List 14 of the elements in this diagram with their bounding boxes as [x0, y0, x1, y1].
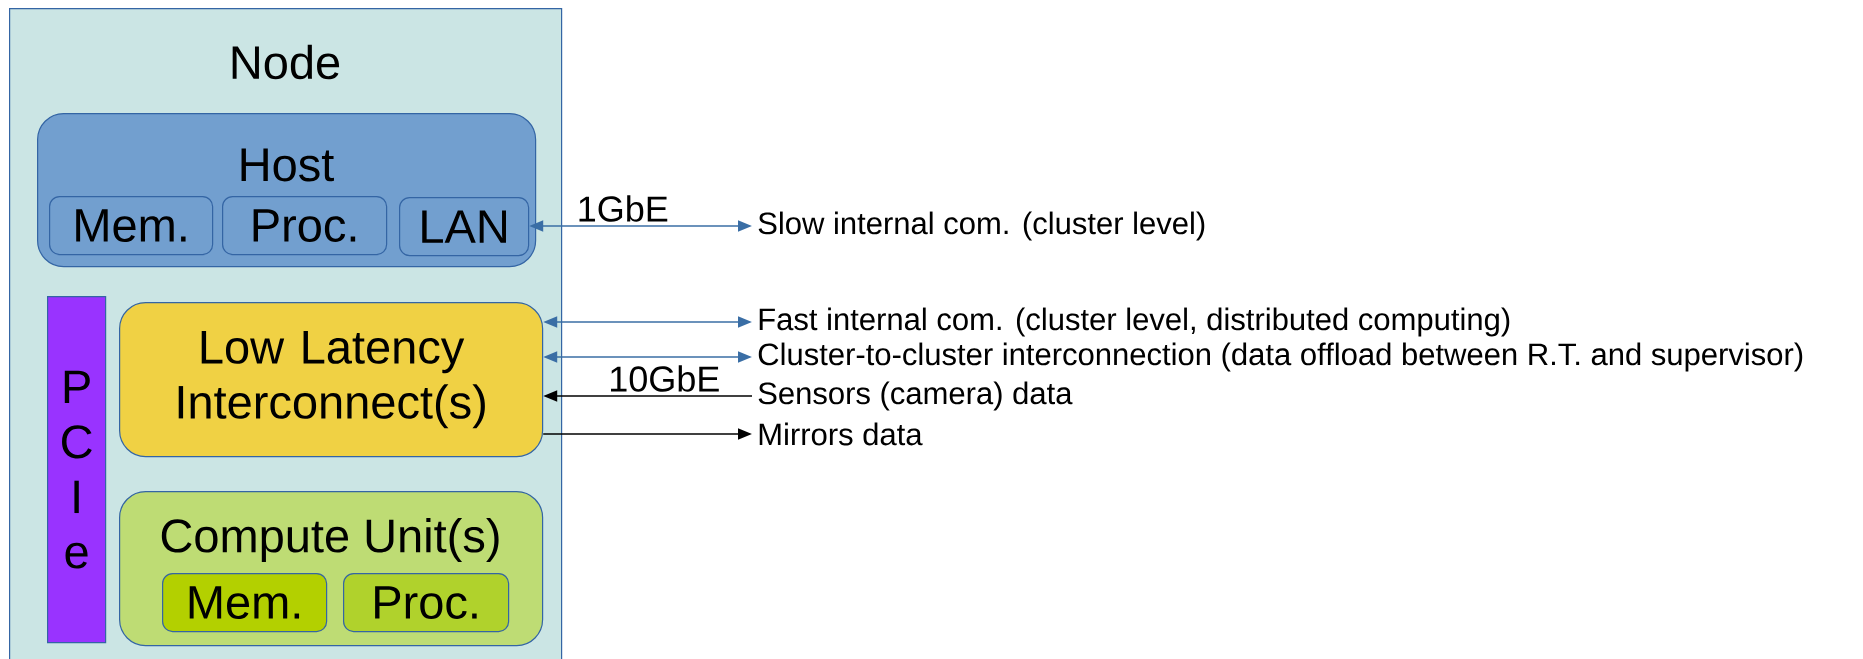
memory-box: Mem. — [162, 573, 328, 633]
label-text: Slow internal com. (cluster level) — [758, 211, 1205, 241]
edge-label: 10GbE — [607, 364, 722, 393]
interconnect-box: Low Latency Interconnect(s) — [119, 302, 544, 458]
label-text: Mirrors data — [759, 422, 923, 446]
label-text: Cluster-to-cluster interconnection (data offload between R.T. and supervisor) — [758, 342, 1803, 372]
memory-box: Mem. — [49, 196, 214, 256]
label-text: Fast internal com. (cluster level, distributed computing) — [759, 307, 1510, 337]
pcie-bar: P C I e — [47, 296, 107, 644]
edge-label: 1GbE — [575, 194, 670, 223]
processor-box: Proc. — [222, 196, 388, 256]
processor-box: Proc. — [343, 573, 510, 633]
label-text: Sensors (camera) data — [758, 381, 1073, 411]
lan-box: LAN — [399, 197, 530, 257]
